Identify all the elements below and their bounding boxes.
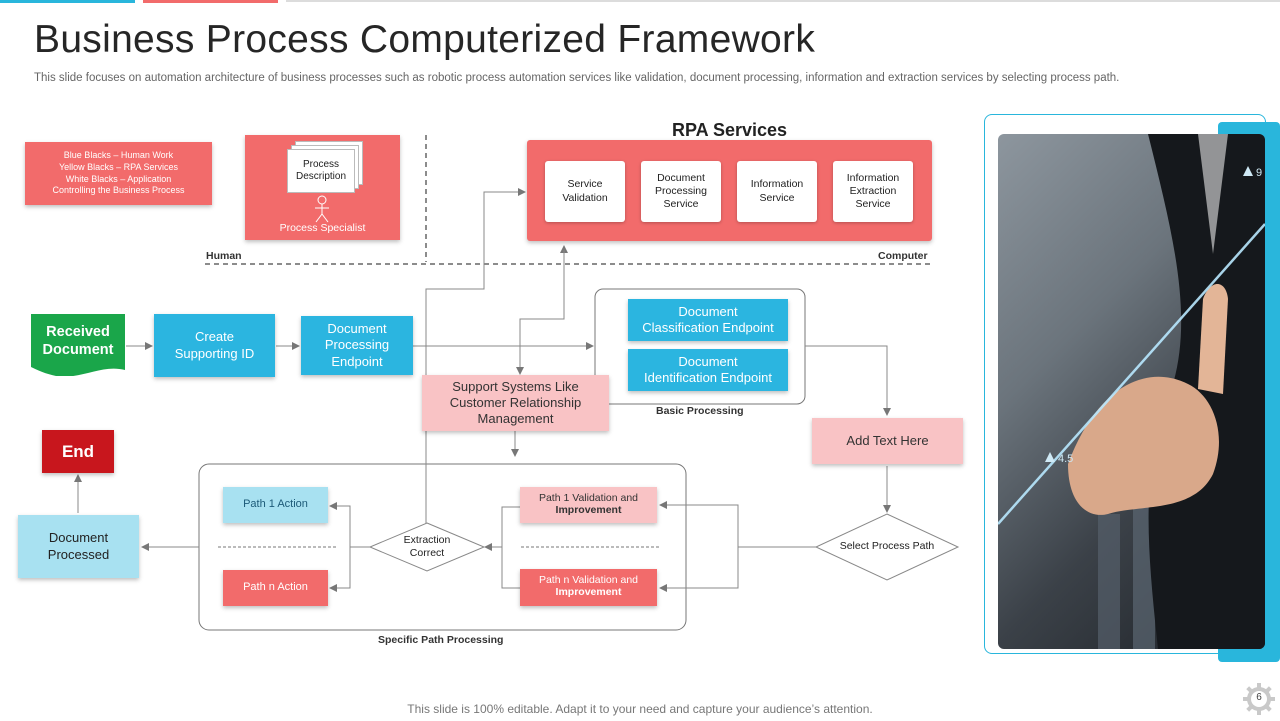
service-validation-card: Service Validation [545, 161, 625, 222]
document-processing-endpoint-box: Document Processing Endpoint [301, 316, 413, 375]
photo-illustration: 4.5 9 [998, 134, 1265, 649]
page-number: 6 [1256, 692, 1262, 703]
basic-processing-label: Basic Processing [656, 405, 744, 417]
extraction-correct-label: Extraction Correct [403, 533, 451, 559]
add-text-box: Add Text Here [812, 418, 963, 464]
support-systems-box: Support Systems Like Customer Relationsh… [422, 375, 609, 431]
business-photo: 4.5 9 [998, 134, 1265, 649]
slide-title: Business Process Computerized Framework [34, 18, 816, 61]
path1-action-box: Path 1 Action [223, 487, 328, 523]
received-document-label: Received Document [42, 323, 114, 358]
process-specialist-panel: Process Description Process Specialist [245, 135, 400, 240]
document-processing-service-card: Document Processing Service [641, 161, 721, 222]
person-icon [315, 195, 329, 223]
legend-text: Blue Blacks – Human Work Yellow Blacks –… [52, 150, 185, 196]
document-classification-endpoint-box: Document Classification Endpoint [628, 299, 788, 341]
document-identification-endpoint-box: Document Identification Endpoint [628, 349, 788, 391]
information-extraction-service-card: Information Extraction Service [833, 161, 913, 222]
specific-path-processing-label: Specific Path Processing [378, 634, 504, 646]
document-processed-box: Document Processed [18, 515, 139, 578]
legend-box: Blue Blacks – Human Work Yellow Blacks –… [25, 142, 212, 205]
slide-footer: This slide is 100% editable. Adapt it to… [407, 702, 873, 716]
create-supporting-id-box: Create Supporting ID [154, 314, 275, 377]
top-accent-bar-blue [0, 0, 135, 3]
computer-zone-label: Computer [878, 250, 928, 262]
photo-overlay-top-value: 9 [1256, 167, 1262, 179]
received-document-shape [31, 314, 125, 376]
select-process-path-diamond [814, 513, 960, 581]
top-accent-bar-gray [286, 0, 1280, 2]
human-zone-label: Human [206, 250, 242, 262]
pathn-validation-box: Path n Validation and Improvement [520, 569, 657, 606]
process-description-doc: Process Description [287, 149, 355, 193]
path1-validation-box: Path 1 Validation and Improvement [520, 487, 657, 523]
pathn-action-box: Path n Action [223, 570, 328, 606]
extraction-correct-diamond [368, 522, 486, 572]
top-accent-bar-red [143, 0, 278, 3]
select-process-path-label: Select Process Path [839, 540, 935, 553]
process-specialist-label: Process Specialist [279, 222, 366, 234]
rpa-services-heading: RPA Services [671, 120, 788, 140]
photo-overlay-mid-value: 4.5 [1058, 453, 1073, 465]
gear-icon: 6 [1242, 682, 1276, 716]
information-service-card: Information Service [737, 161, 817, 222]
slide-subtitle: This slide focuses on automation archite… [34, 72, 1120, 84]
end-box: End [42, 430, 114, 473]
